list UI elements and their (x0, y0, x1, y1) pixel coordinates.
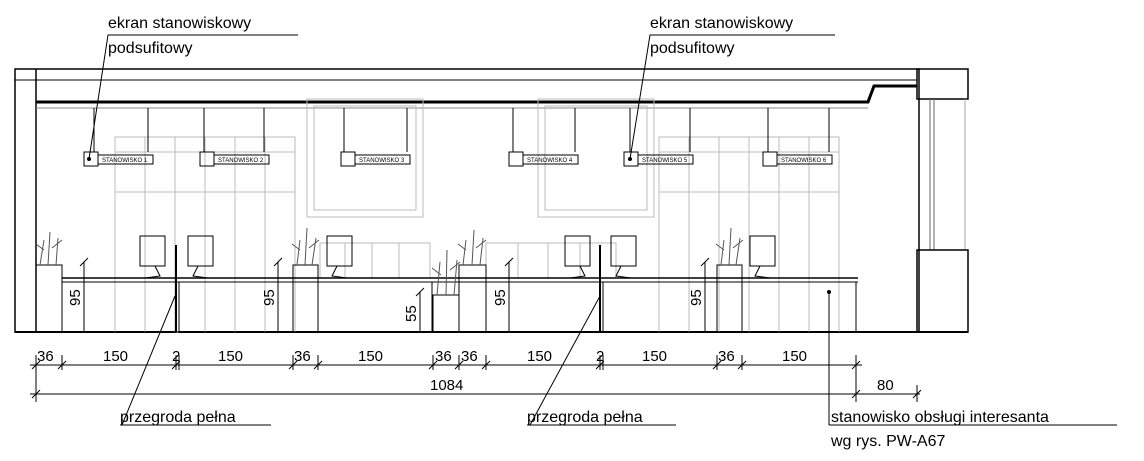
screen-callout-right-1: ekran stanowiskowy (650, 15, 793, 32)
height-dimension-lines (79, 257, 710, 332)
dim-extra: 80 (877, 377, 894, 394)
station-label-3: STANOWISKO 3 (359, 158, 405, 164)
desks (61, 245, 858, 333)
height-dim-1: 95 (67, 289, 84, 306)
dim-seg-2: 150 (103, 348, 128, 365)
background-cabinets (114, 98, 840, 333)
dim-seg-5: 36 (294, 348, 311, 365)
dim-seg-13: 150 (782, 348, 807, 365)
dim-seg-6: 150 (358, 348, 383, 365)
station-label-4: STANOWISKO 4 (527, 158, 573, 164)
screen-callout-right-2: podsufitowy (650, 40, 735, 57)
planters (35, 264, 743, 333)
screen-callout-left-2: podsufitowy (108, 40, 193, 57)
height-dim-3: 55 (403, 305, 420, 322)
station-label-2: STANOWISKO 2 (218, 158, 264, 164)
partition-callout-right: przegroda pełna (527, 409, 643, 426)
dim-seg-8: 36 (461, 348, 478, 365)
station-label-6: STANOWISKO 6 (781, 158, 827, 164)
leader-lines (88, 34, 1117, 426)
screen-callout-left-1: ekran stanowiskowy (108, 15, 251, 32)
dim-total: 1084 (430, 377, 463, 394)
height-dim-4: 95 (492, 289, 509, 306)
dimension-chain (30, 355, 922, 402)
dim-seg-3: 2 (172, 348, 180, 365)
height-dim-2: 95 (261, 289, 278, 306)
service-desk-callout-1: stanowisko obsługi interesanta (831, 409, 1049, 426)
dim-seg-4: 150 (218, 348, 243, 365)
dim-seg-1: 36 (37, 348, 54, 365)
dim-seg-9: 150 (527, 348, 552, 365)
service-desk-callout-2: wg rys. PW-A67 (830, 433, 946, 450)
plant-foliage (35, 227, 744, 296)
station-label-1: STANOWISKO 1 (102, 158, 148, 164)
monitors (139, 235, 776, 279)
height-dim-5: 95 (688, 289, 705, 306)
partition-callout-left: przegroda pełna (120, 409, 236, 426)
station-label-5: STANOWISKO 5 (642, 158, 688, 164)
dim-seg-11: 150 (642, 348, 667, 365)
dim-seg-12: 36 (718, 348, 735, 365)
dim-seg-10: 2 (596, 348, 604, 365)
dim-seg-7: 36 (435, 348, 452, 365)
